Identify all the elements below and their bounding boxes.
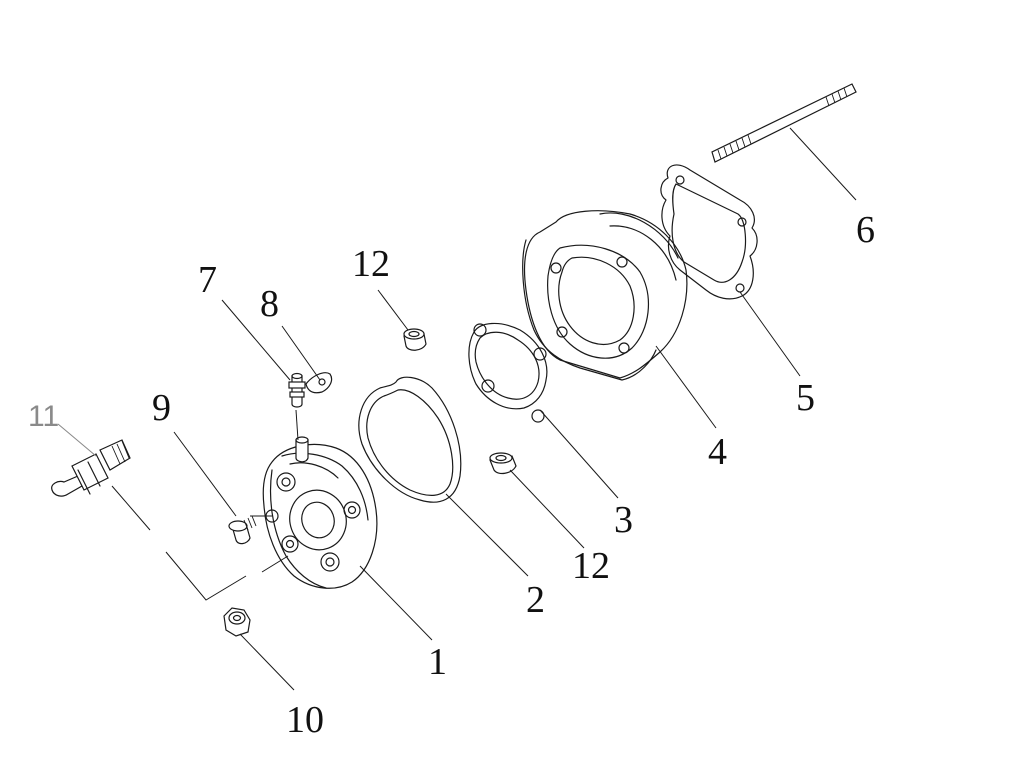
leader-1 [359,565,433,641]
callout-7: 7 [198,259,217,301]
part-5-base-gasket [660,164,758,300]
part-10-nut [223,607,251,637]
part-1-cylinder-head [262,436,378,589]
part-7-bleed-nipple [288,372,306,408]
part-8-cap [305,372,333,394]
callout-labels: 6 5 4 3 12 2 1 10 12 7 8 9 11 [28,209,875,741]
callout-5: 5 [796,377,815,419]
part-11-spark-plug [51,439,131,497]
leader-11 [57,423,97,457]
leader-10 [239,633,295,691]
part-3-head-gasket [468,322,548,423]
part-12-dowel-pin-top [403,328,427,351]
callout-6: 6 [856,209,875,251]
assembly-lines [111,409,299,601]
leader-12-bottom [509,469,585,549]
callout-3: 3 [614,499,633,541]
callout-12-bottom: 12 [572,545,610,587]
leader-9 [173,431,237,517]
callout-1: 1 [428,641,447,683]
leader-5 [739,291,801,377]
callout-4: 4 [708,431,727,473]
part-6-stud-bolt [711,83,857,163]
part-12-dowel-pin-bottom [489,452,517,475]
leader-6 [789,127,857,201]
leader-7 [221,299,291,381]
leader-4 [655,345,717,429]
part-2-oring-gasket [358,376,462,503]
callout-10: 10 [286,699,324,741]
leader-8 [281,325,321,381]
leader-3 [539,409,619,499]
leader-lines [57,127,857,691]
leader-2 [445,493,529,577]
leader-12-top [377,289,409,331]
callout-11: 11 [28,400,59,433]
part-9-plug-screw [228,515,257,545]
callout-9: 9 [152,387,171,429]
callout-12-top: 12 [352,243,390,285]
callout-8: 8 [260,283,279,325]
callout-2: 2 [526,579,545,621]
